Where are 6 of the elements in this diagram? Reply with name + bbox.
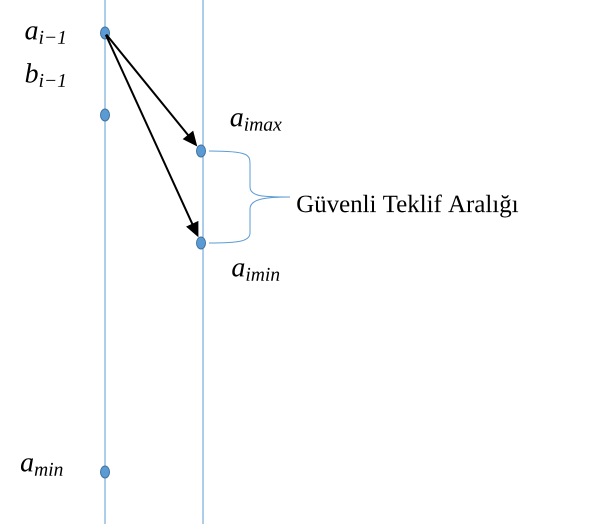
node-label: a$_{i−1}$ <box>25 26 65 44</box>
node-label: a$_{imin}$ <box>232 263 280 281</box>
node-label: a$_{imax}$ <box>230 113 282 131</box>
bracket-label: Güvenli Teklif Aralığı <box>297 194 518 218</box>
node-label: a$_{min}$ <box>20 458 63 476</box>
node-label: b$_{i−1}$ <box>26 63 65 87</box>
